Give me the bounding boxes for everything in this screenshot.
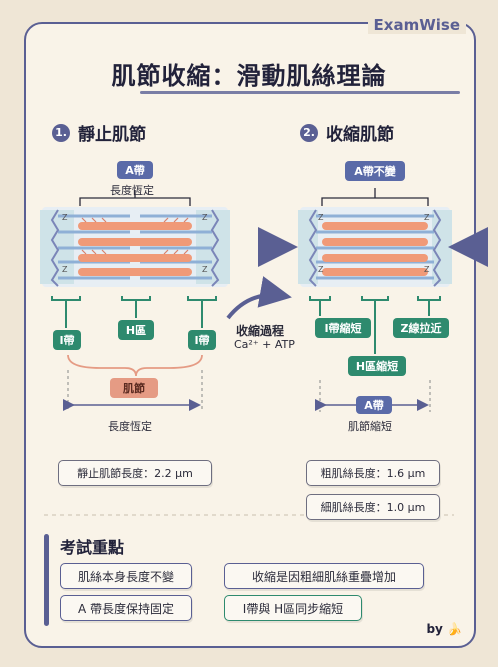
section-number-2: 2. xyxy=(300,123,318,142)
thin-filament-length-box: 細肌絲長度：1.0 μm xyxy=(306,494,440,520)
banana-icon: 🍌 xyxy=(447,622,462,636)
section-resting-title: 靜止肌節 xyxy=(78,125,146,145)
svg-text:Z: Z xyxy=(424,265,430,274)
a-band-label-left: A帶 xyxy=(117,161,153,179)
svg-text:Z: Z xyxy=(318,213,324,222)
z-mark-right: Z xyxy=(202,213,208,222)
z-line-closer-label: Z線拉近 xyxy=(393,318,449,338)
brand-logo: ExamWise xyxy=(367,16,466,34)
band-brackets-left xyxy=(51,296,217,328)
contracted-sarcomere: Z Z Z Z xyxy=(298,207,452,287)
exam-accent-bar xyxy=(44,534,49,626)
h-zone-label-left: H區 xyxy=(118,320,154,340)
svg-text:Z: Z xyxy=(424,213,430,222)
a-band-bracket-left xyxy=(79,197,191,206)
i-band-label-left: I帶 xyxy=(53,330,81,350)
z-mark-right-b: Z xyxy=(202,265,208,274)
thick-filament-length-box: 粗肌絲長度：1.6 μm xyxy=(306,460,440,486)
exam-point-2: 收縮是因粗細肌絲重疊增加 xyxy=(224,563,424,589)
title-underline xyxy=(140,91,460,94)
svg-text:Z: Z xyxy=(318,265,324,274)
a-band-label-right: A帶 xyxy=(356,396,392,414)
sarcomere-note-left: 長度恆定 xyxy=(108,420,152,433)
sarcomere-brace xyxy=(67,354,203,377)
exam-point-1: 肌絲本身長度不變 xyxy=(60,563,192,589)
section-contracted-title: 收縮肌節 xyxy=(326,125,394,145)
a-band-note-left: 長度恆定 xyxy=(110,184,154,197)
exam-point-4: I帶與 H區同步縮短 xyxy=(224,595,362,621)
process-arrow xyxy=(226,276,292,320)
z-mark-left-b: Z xyxy=(62,265,68,274)
a-band-unchanged-label: A帶不變 xyxy=(345,161,405,181)
section-resting-header: 1. 靜止肌節 xyxy=(52,120,146,145)
process-label: 收縮過程 xyxy=(236,324,285,338)
thick-filaments xyxy=(78,222,192,276)
process-sub: Ca²⁺ + ATP xyxy=(234,338,295,351)
exam-heading: 考試重點 xyxy=(60,538,125,557)
byline: by 🍌 xyxy=(426,622,462,636)
section-contracted-header: 2. 收縮肌節 xyxy=(300,120,394,145)
section-number-1: 1. xyxy=(52,123,70,142)
byline-text: by xyxy=(426,622,443,636)
z-lines xyxy=(50,209,220,287)
resting-sarcomere: Z Z Z Z xyxy=(40,207,230,287)
i-band-shortens-label: I帶縮短 xyxy=(315,318,371,338)
exam-point-3: A 帶長度保持固定 xyxy=(60,595,192,621)
i-band-label-right: I帶 xyxy=(188,330,216,350)
sarcomere-shortens-note: 肌節縮短 xyxy=(348,420,392,433)
resting-length-box: 靜止肌節長度：2.2 μm xyxy=(58,460,212,486)
page-title: 肌節收縮：滑動肌絲理論 xyxy=(111,62,387,90)
sarcomere-label: 肌節 xyxy=(110,378,158,398)
z-mark-left: Z xyxy=(62,213,68,222)
myosin-heads xyxy=(81,217,189,255)
h-zone-shortens-label: H區縮短 xyxy=(348,356,406,376)
